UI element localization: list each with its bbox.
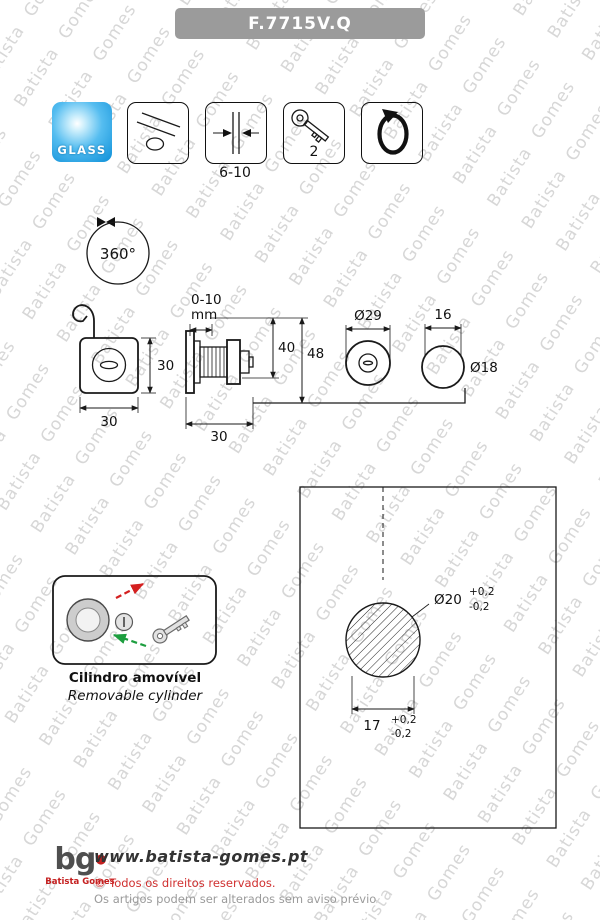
dim-front-height: 30 bbox=[157, 358, 174, 374]
installation-drawing: Ø20 +0,2 -0,2 17 +0,2 -0,2 bbox=[52, 486, 557, 829]
dim-front-width: 30 bbox=[100, 414, 117, 430]
key-icon bbox=[291, 109, 330, 143]
removal-arrow bbox=[115, 583, 145, 599]
thickness-icon bbox=[213, 112, 259, 154]
keys-count-label: 2 bbox=[309, 144, 319, 160]
drill-hole-circle bbox=[345, 602, 421, 678]
glass-label: GLASS bbox=[57, 143, 107, 157]
rotation-360-badge: 360° bbox=[86, 217, 150, 285]
glass-mount-spec-box bbox=[127, 102, 189, 164]
thickness-spec-box bbox=[205, 102, 267, 164]
dim-hole-tol-minus: -0,2 bbox=[469, 601, 490, 613]
batista-gomes-logo: bg● Batista Gomes bbox=[44, 842, 116, 888]
dim-hole-flat: 17 bbox=[363, 718, 380, 734]
front-view: 30 30 bbox=[72, 304, 174, 430]
logo-dot-icon: ● bbox=[95, 852, 106, 867]
nut-view: 16 Ø18 bbox=[421, 307, 498, 389]
dim-body-length: 40 bbox=[278, 340, 295, 356]
drill-hole-drawing: Ø20 +0,2 -0,2 17 +0,2 -0,2 bbox=[299, 486, 557, 829]
rotation-spec-box bbox=[361, 102, 423, 164]
header-bar: F.7715V.Q bbox=[175, 8, 425, 39]
keys-spec-box: 2 bbox=[283, 102, 345, 164]
dim-flat-tol-plus: +0,2 bbox=[391, 714, 417, 726]
dim-total-length: 48 bbox=[307, 346, 324, 362]
logo-bg-text: bg bbox=[54, 842, 96, 877]
side-view: 0-10 mm 40 48 30 bbox=[185, 292, 324, 445]
dim-side-width: 30 bbox=[210, 429, 227, 445]
dim-hole-tol-plus: +0,2 bbox=[469, 586, 495, 598]
rotation-label: 360° bbox=[100, 245, 136, 263]
cylinder-note-pt: Cilindro amovível bbox=[68, 670, 202, 686]
glass-spec-box: GLASS bbox=[52, 102, 112, 162]
copyright-text: © Todos os direitos reservados. bbox=[94, 876, 276, 890]
website-link[interactable]: www.batista-gomes.pt bbox=[94, 847, 309, 866]
dim-cam-travel-unit: mm bbox=[191, 307, 217, 323]
product-code: F.7715V.Q bbox=[248, 13, 352, 34]
dim-nut-diameter: Ø18 bbox=[470, 360, 498, 376]
face-view: Ø29 bbox=[345, 308, 391, 386]
insert-arrow bbox=[112, 633, 147, 648]
cylinder-note-en: Removable cylinder bbox=[67, 688, 203, 704]
glass-pane-icon bbox=[136, 112, 181, 151]
reference-baseline bbox=[253, 388, 466, 404]
logo-brand-label: Batista Gomes bbox=[45, 877, 115, 887]
dim-nut-flat-width: 16 bbox=[434, 307, 451, 323]
dim-face-diameter: Ø29 bbox=[354, 308, 382, 324]
rotation-icon bbox=[377, 109, 409, 155]
dim-hole-diameter: Ø20 bbox=[434, 592, 462, 608]
technical-drawing: 360° 30 30 bbox=[72, 217, 498, 445]
spare-key-icon bbox=[152, 615, 190, 644]
thickness-range-label: 6-10 bbox=[219, 165, 251, 181]
removable-cylinder-illustration bbox=[52, 575, 217, 665]
dim-flat-tol-minus: -0,2 bbox=[391, 728, 412, 740]
disclaimer-text: Os artigos podem ser alterados sem aviso… bbox=[94, 892, 377, 906]
dim-cam-travel: 0-10 bbox=[191, 292, 222, 308]
